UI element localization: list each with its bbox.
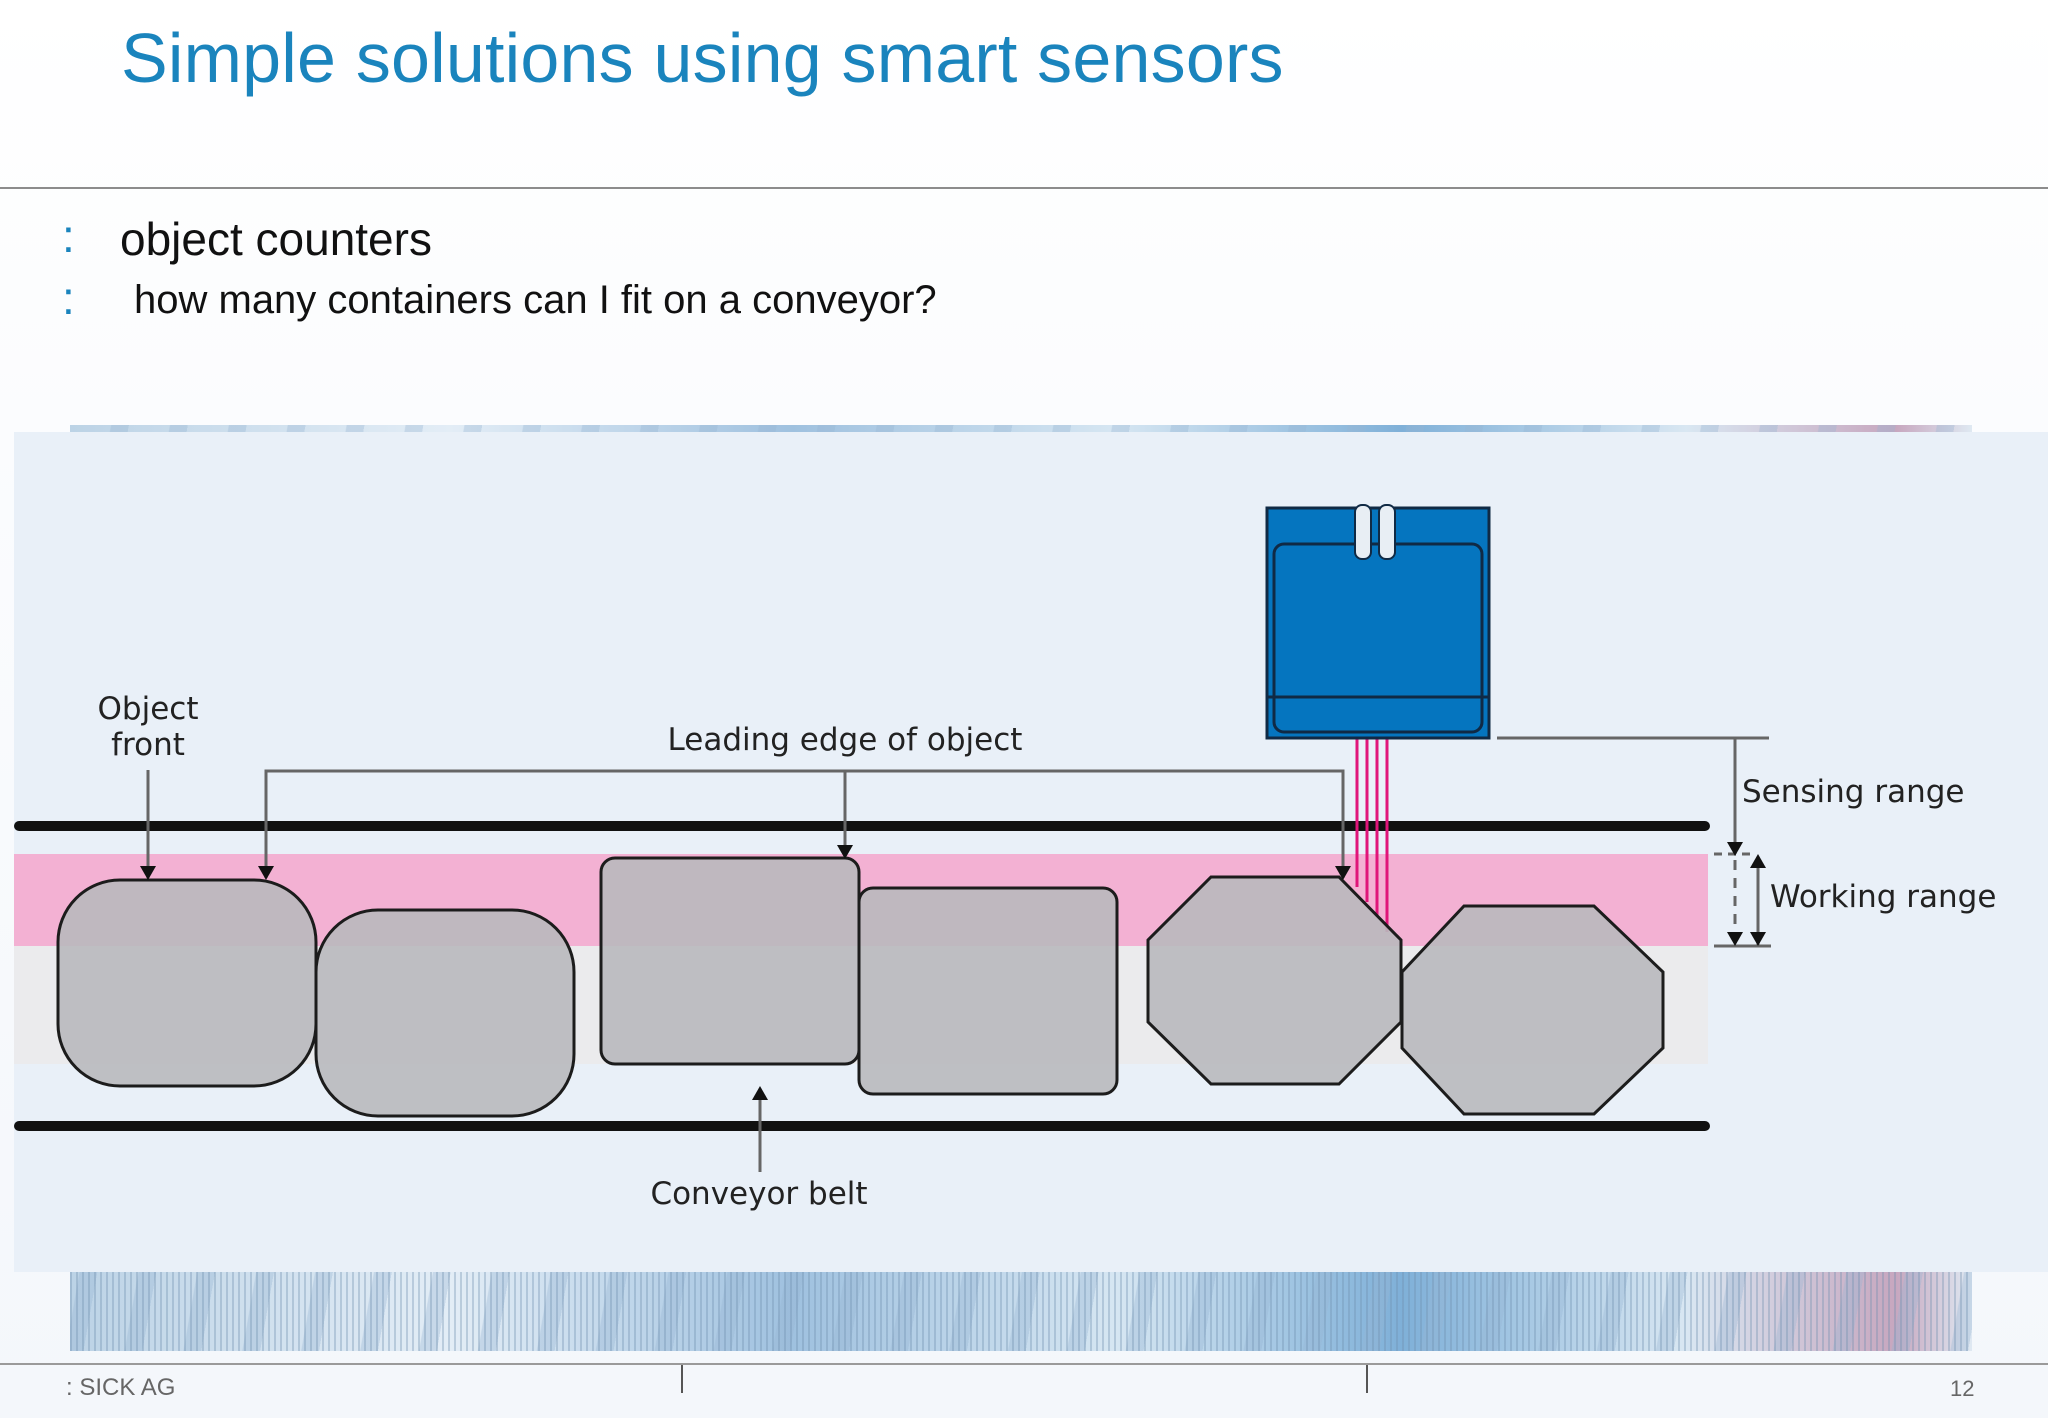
leading-edge-label: Leading edge of object <box>668 722 1023 758</box>
page-number: 12 <box>1950 1376 1975 1401</box>
octagon-container <box>1146 875 1403 1086</box>
conveyor-sensor-diagram: Object front Leading edge of object Sens… <box>14 504 1996 1212</box>
sensor-device <box>1265 504 1491 740</box>
bullet-text: object counters <box>120 213 432 265</box>
square-container <box>599 856 861 1066</box>
leader-lines <box>146 736 1771 1172</box>
background-photo-barcodes <box>70 1272 1972 1351</box>
bullet-text: how many containers can I fit on a conve… <box>134 278 937 322</box>
slide-title: Simple solutions using smart sensors <box>121 19 1284 97</box>
working-range-label: Working range <box>1770 879 1996 915</box>
rounded-container <box>56 878 318 1088</box>
diagram-panel <box>14 432 2048 1272</box>
footer-separator <box>1366 1365 1368 1393</box>
bullet-item: : object counters <box>62 212 432 266</box>
conveyor-belt-label: Conveyor belt <box>650 1176 867 1212</box>
container-objects <box>56 856 1665 1118</box>
footer-separator <box>681 1365 683 1393</box>
sensor-beams <box>1355 735 1389 932</box>
footer-divider <box>0 1363 2048 1365</box>
bullet-item: : how many containers can I fit on a con… <box>62 271 937 324</box>
footer-company: : SICK AG <box>66 1374 176 1401</box>
conveyor-rail-bottom <box>14 1121 1710 1131</box>
title-divider <box>0 187 2048 189</box>
object-front-label: Object <box>98 691 199 727</box>
sensing-range-label: Sensing range <box>1742 774 1964 810</box>
octagon-container <box>1400 904 1665 1116</box>
square-container <box>857 886 1119 1096</box>
object-front-label: front <box>111 727 185 763</box>
rounded-container <box>314 908 576 1118</box>
bullet-marker: : <box>62 210 75 262</box>
bullet-marker: : <box>62 271 75 324</box>
arrowheads <box>140 842 1766 1100</box>
conveyor-rail-top <box>14 821 1710 831</box>
